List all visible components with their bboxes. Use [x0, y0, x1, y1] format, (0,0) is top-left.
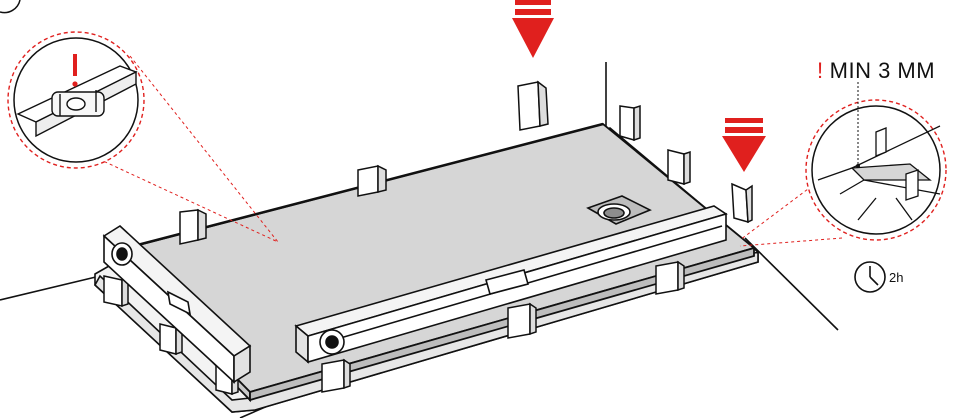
- spacer-block: [619, 104, 641, 142]
- warning-mark: !: [817, 58, 824, 83]
- spacer-block: [321, 358, 351, 393]
- spacer-block: [667, 149, 691, 186]
- cure-time-label: 2h: [889, 270, 904, 285]
- spacer-block: [655, 260, 685, 295]
- spacer-block: [159, 322, 183, 356]
- min-gap-label: !MIN 3 MM: [817, 58, 935, 84]
- spirit-level-bubble-icon: [7, 31, 279, 243]
- min-gap-text: MIN 3 MM: [829, 58, 936, 83]
- spacer-block: [507, 302, 537, 339]
- clock-icon: [854, 261, 886, 293]
- drain: [586, 195, 652, 225]
- red-down-arrow-icon: [722, 118, 766, 172]
- spacer-block: [517, 80, 549, 131]
- spirit-level-side: [102, 224, 252, 384]
- spacer-block: [357, 164, 387, 197]
- spirit-level-front: [294, 205, 728, 364]
- step-number-circle: [0, 0, 21, 14]
- spacer-block: [179, 208, 207, 245]
- spacer-block: [731, 182, 753, 224]
- red-down-arrow-icon: [512, 0, 554, 58]
- gap-detail-icon: [739, 82, 947, 247]
